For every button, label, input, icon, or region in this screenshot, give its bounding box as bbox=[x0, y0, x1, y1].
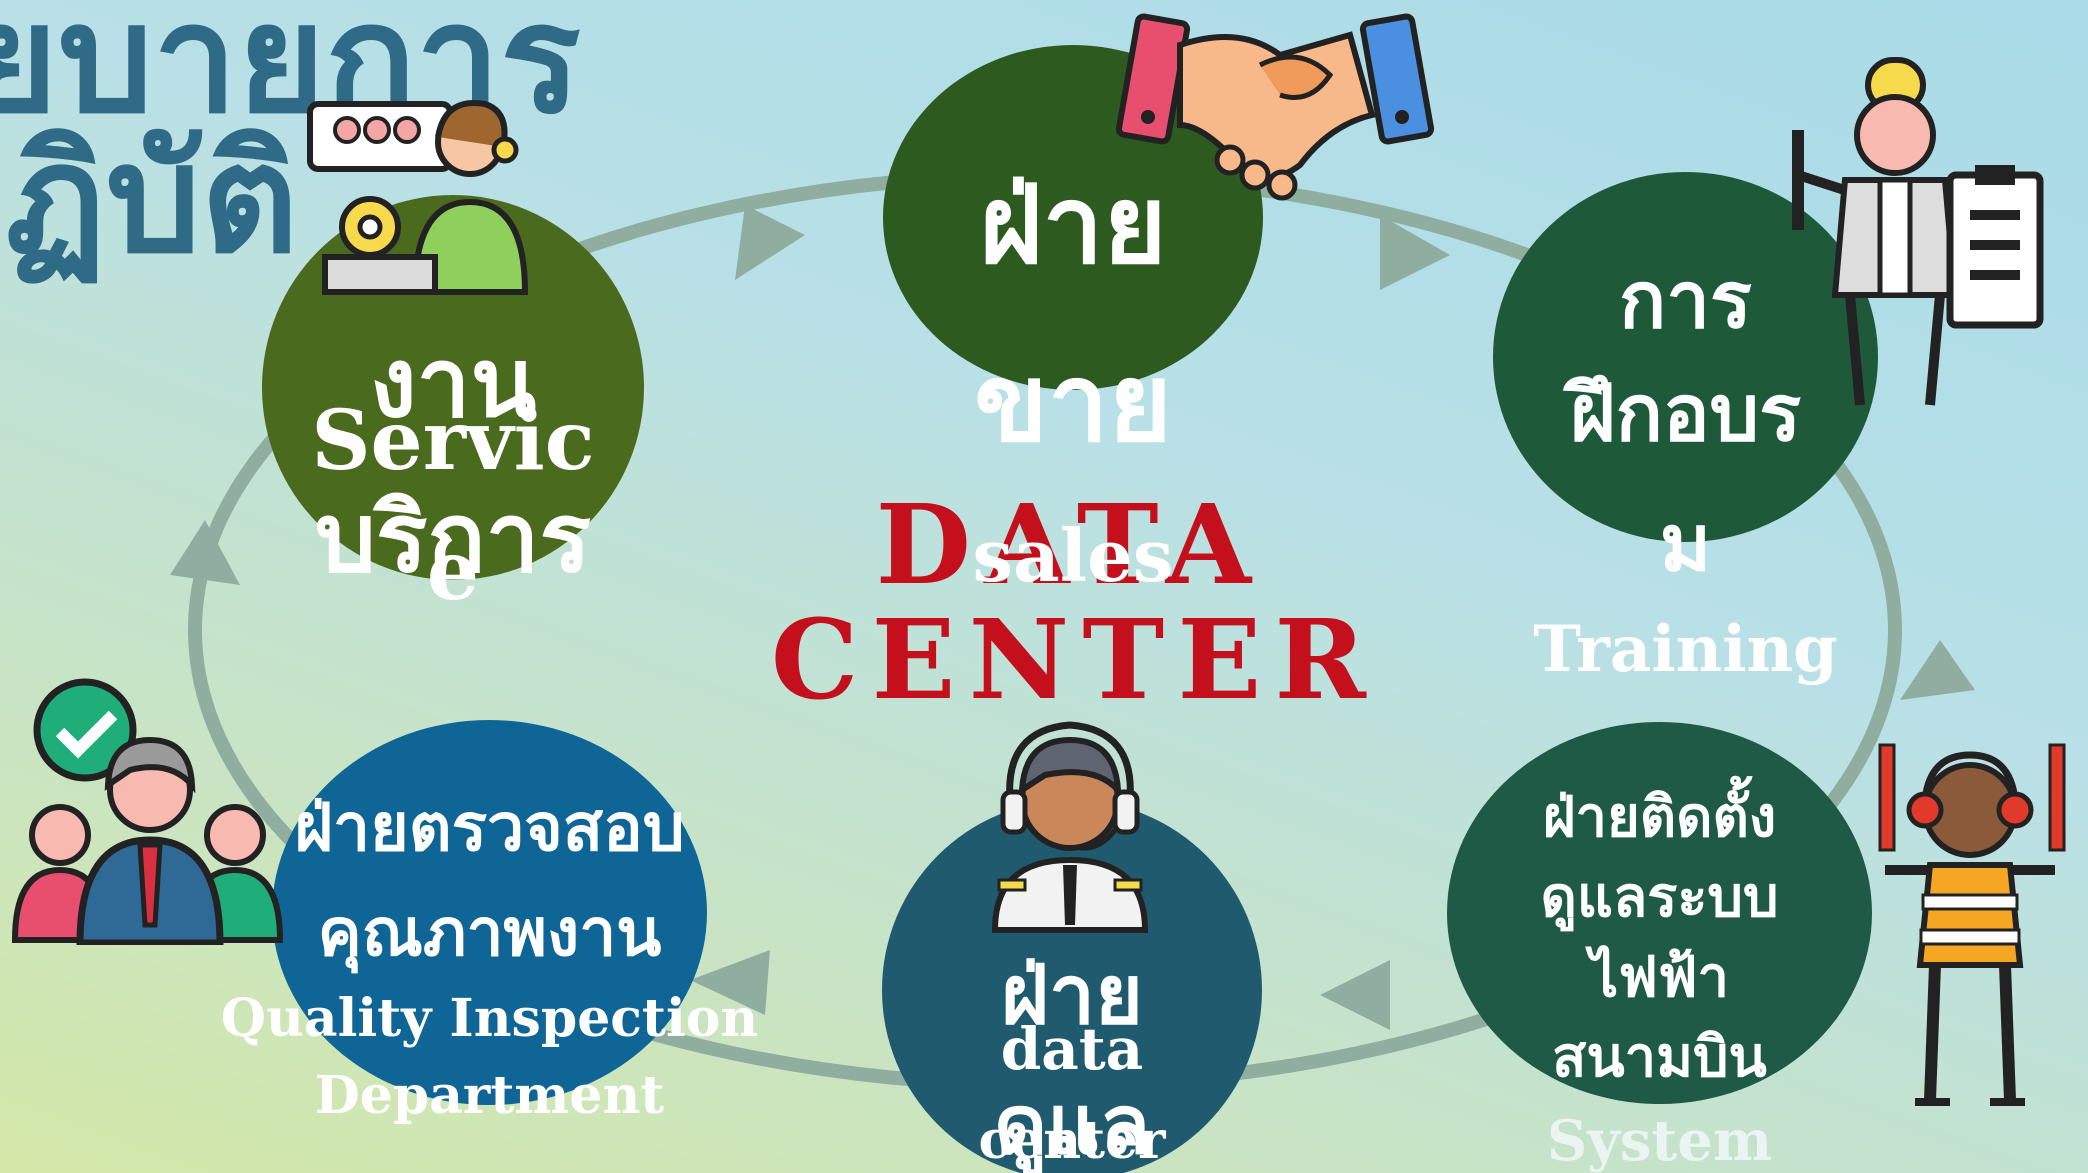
pilot-icon bbox=[991, 721, 1149, 933]
install-en: System bbox=[1546, 1108, 1773, 1173]
trainer-icon bbox=[1792, 57, 2044, 406]
arrow-top-left bbox=[735, 205, 805, 280]
quality-th-line1: ฝ่ายตรวจสอบ bbox=[294, 789, 685, 866]
marshaller-icon bbox=[1878, 743, 2066, 1106]
arrow-right bbox=[1900, 640, 1975, 700]
service-th-line1: งาน bbox=[369, 327, 537, 439]
center-title-line2: CENTER bbox=[770, 595, 1380, 724]
customer-support-icon bbox=[307, 100, 529, 295]
install-th-line2: ดูแลระบบ bbox=[1540, 865, 1779, 930]
sales-en: sales bbox=[972, 513, 1174, 598]
quality-en-line2: Department bbox=[314, 1065, 665, 1126]
sales-th-line2: ขาย bbox=[974, 341, 1172, 466]
service-en-line1: Servic bbox=[311, 393, 595, 489]
install-th-line3: ไฟฟ้า bbox=[1590, 945, 1729, 1010]
arrow-left bbox=[170, 520, 240, 585]
training-th-line1: การ bbox=[1619, 256, 1752, 346]
training-th-line3: ม bbox=[1659, 499, 1712, 589]
center-title-line1: DATA bbox=[875, 480, 1265, 609]
background-title-line2: ฏิบัติ bbox=[5, 113, 299, 287]
service-en-line2: e bbox=[426, 523, 480, 619]
training-th-line2: ฝึกอบร bbox=[1569, 369, 1802, 459]
sales-th-line1: ฝ่าย bbox=[979, 163, 1167, 288]
arrow-bottom-right bbox=[1320, 960, 1390, 1030]
node-install bbox=[1447, 722, 1872, 1104]
install-th-line1: ฝ่ายติดตั้ง bbox=[1542, 785, 1777, 850]
quality-en-line1: Quality Inspection bbox=[220, 988, 759, 1049]
datacare-en-line2: center bbox=[978, 1110, 1166, 1171]
training-en: Training bbox=[1533, 612, 1838, 687]
arrow-top-right bbox=[1380, 215, 1450, 290]
quality-th-line2: คุณภาพงาน bbox=[317, 894, 662, 971]
datacare-th-line1: ฝ่าย bbox=[1000, 948, 1144, 1043]
handshake-icon bbox=[1115, 13, 1435, 201]
datacare-th-line2: ดูแล bbox=[993, 1078, 1151, 1173]
install-th-line4: สนามบิน bbox=[1552, 1025, 1767, 1090]
node-quality bbox=[272, 720, 707, 1105]
node-training bbox=[1493, 172, 1878, 542]
arrow-bottom-left bbox=[690, 950, 770, 1015]
datacare-en-line1: data bbox=[1000, 1015, 1144, 1083]
team-approval-icon bbox=[11, 678, 284, 945]
service-th-line2: บริการ bbox=[314, 482, 592, 594]
